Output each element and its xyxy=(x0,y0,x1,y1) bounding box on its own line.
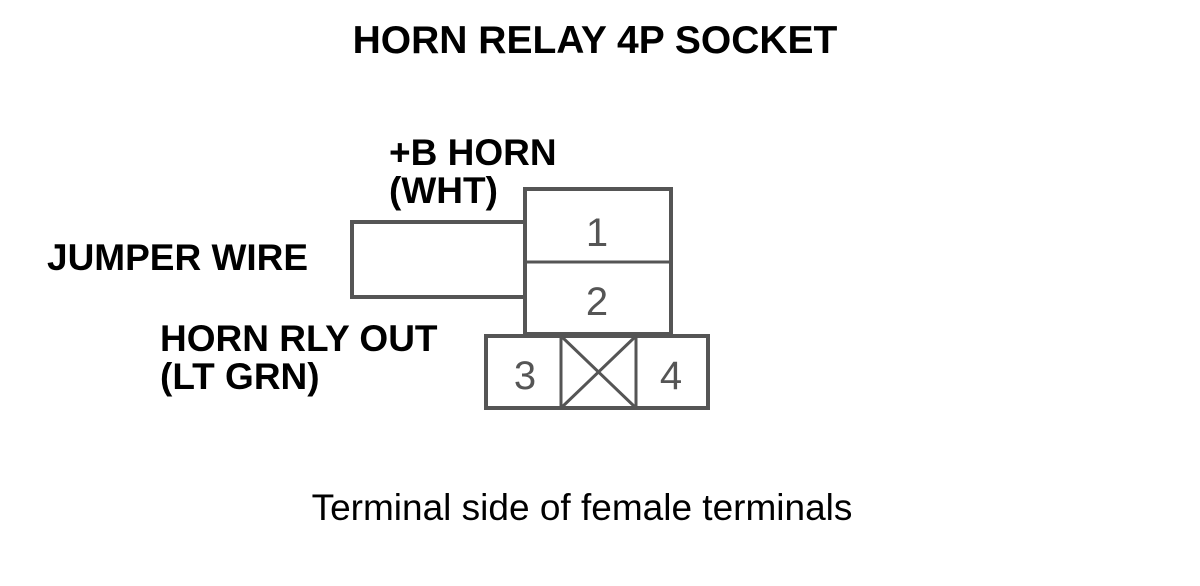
jumper-wire xyxy=(350,220,527,299)
b-horn-label: +B HORN (WHT) xyxy=(389,134,557,210)
horn-rly-out-label: HORN RLY OUT (LT GRN) xyxy=(160,320,438,396)
terminal-2-number: 2 xyxy=(586,280,608,324)
horn-rly-out-label-line1: HORN RLY OUT xyxy=(160,318,438,359)
b-horn-label-line1: +B HORN xyxy=(389,132,557,173)
terminal-4-number: 4 xyxy=(660,354,682,398)
blank-cavity-x-b xyxy=(559,334,638,410)
horn-rly-out-label-line2: (LT GRN) xyxy=(160,356,320,397)
terminal-1-number: 1 xyxy=(586,211,608,255)
terminal-3-number: 3 xyxy=(514,354,536,398)
b-horn-label-line2: (WHT) xyxy=(389,170,498,211)
page-title: HORN RELAY 4P SOCKET xyxy=(352,19,838,62)
diagram-caption: Terminal side of female terminals xyxy=(311,487,853,528)
lower-cavity-row xyxy=(484,334,710,410)
jumper-wire-label: JUMPER WIRE xyxy=(47,237,309,278)
